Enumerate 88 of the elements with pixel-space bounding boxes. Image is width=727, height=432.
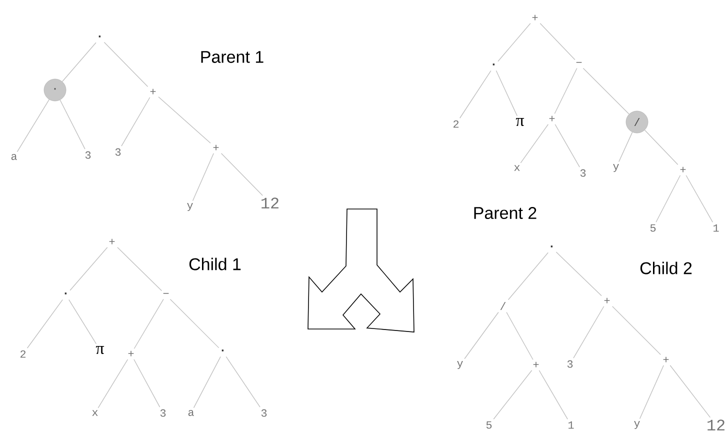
tree-branch	[556, 252, 602, 296]
tree-node-label: y	[613, 164, 619, 172]
highlighted-node: ·	[44, 78, 66, 102]
tree-branch	[670, 365, 711, 418]
tree-caption: Child 1	[189, 258, 241, 270]
tree-branch	[68, 299, 97, 344]
tree-caption: Parent 1	[201, 51, 264, 63]
tree-branch	[460, 70, 492, 118]
tree-branch	[134, 359, 160, 408]
highlighted-node: /	[626, 110, 648, 134]
tree-branch	[496, 70, 518, 116]
tree-branch	[193, 356, 221, 408]
tree-branch	[520, 124, 549, 164]
tree-node-label: y	[187, 202, 193, 212]
tree-node-label: 3	[85, 151, 91, 159]
tree-caption: Child 2	[640, 262, 692, 274]
tree-node-label: 2	[453, 120, 459, 128]
tree-branch	[554, 68, 578, 114]
tree-branch	[117, 247, 162, 292]
tree-branch	[464, 312, 499, 360]
tree-node-label: 1	[714, 224, 719, 232]
tree-branch	[498, 23, 531, 62]
tree-node-label: +	[150, 88, 156, 94]
tree-node-label: 5	[650, 224, 656, 232]
tree-node-label: 1	[568, 421, 574, 429]
tree-node-label: x	[514, 165, 520, 171]
tree-branch	[506, 312, 534, 360]
tree-branch	[612, 306, 661, 355]
tree-branch	[538, 370, 568, 420]
tree-branch	[104, 42, 148, 87]
tree-node-label: ·	[492, 64, 495, 66]
tree-branch	[62, 42, 96, 82]
tree-branch	[644, 130, 678, 165]
tree-branch	[158, 96, 211, 144]
tree-node-label: ·	[98, 36, 101, 38]
tree-branch	[134, 298, 164, 349]
tree-node-label: +	[680, 166, 686, 172]
tree-branch	[540, 23, 576, 60]
tree-branch	[656, 175, 681, 222]
tree-branch	[554, 124, 580, 168]
tree-node-label: y	[634, 420, 640, 430]
tree-branch	[60, 100, 86, 150]
tree-branch	[686, 175, 714, 223]
tree-branch	[508, 252, 548, 300]
tree-node-label: +	[128, 350, 134, 356]
tree-branch	[192, 153, 214, 202]
tree-node-label: +	[213, 144, 219, 150]
tree-branch	[493, 370, 532, 420]
tree-node-label: −	[163, 292, 169, 294]
tree-node-label: +	[663, 356, 669, 362]
tree-node-label: 3	[115, 148, 121, 156]
tree-branch	[582, 68, 630, 114]
tree-branch	[26, 299, 63, 348]
tree-branch	[121, 97, 150, 146]
tree-node-label: +	[533, 362, 539, 368]
tree-node-label: /	[500, 302, 506, 310]
tree-node-label: +	[532, 14, 538, 20]
tree-node-label: −	[576, 62, 582, 63]
tree-node-label: 5	[486, 421, 492, 429]
tree-branch	[226, 356, 260, 408]
tree-branch	[639, 365, 664, 420]
tree-node-label: x	[92, 410, 98, 416]
tree-branch	[220, 153, 263, 196]
tree-branch	[98, 359, 128, 408]
tree-node-label: ·	[222, 350, 224, 352]
tree-node-label: a	[11, 154, 17, 160]
tree-node-label: 3	[580, 169, 586, 177]
tree-branch	[573, 306, 604, 358]
tree-node-label: +	[109, 238, 115, 244]
tree-node-label: ·	[550, 246, 553, 248]
tree-node-label: 12	[708, 420, 724, 430]
tree-node-label: 3	[160, 409, 166, 417]
tree-branch	[170, 298, 220, 348]
tree-branch	[16, 99, 50, 152]
tree-node-label: y	[457, 360, 463, 370]
tree-node-label: π	[96, 346, 104, 354]
tree-node-label: π	[516, 118, 524, 126]
tree-node-label: 3	[261, 409, 267, 417]
tree-node-label: a	[188, 410, 194, 416]
tree-node-label: +	[604, 298, 610, 304]
tree-branch	[618, 132, 633, 162]
tree-node-label: +	[549, 116, 555, 122]
tree-node-label: 12	[262, 198, 278, 208]
tree-node-label: 3	[567, 360, 573, 368]
tree-node-label: 2	[20, 350, 26, 358]
tree-caption: Parent 2	[474, 206, 536, 220]
tree-node-label: ·	[64, 292, 67, 294]
tree-branch	[70, 247, 108, 291]
